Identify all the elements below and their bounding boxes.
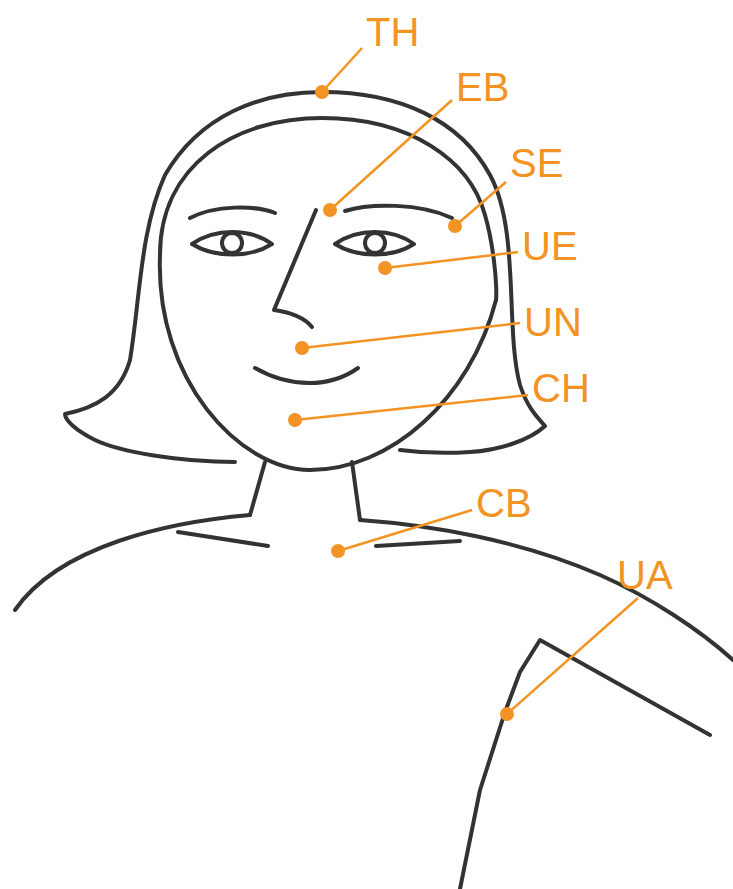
arm — [460, 640, 710, 889]
point-dot — [323, 203, 337, 217]
point-dot — [331, 544, 345, 558]
face-outline — [160, 255, 496, 470]
shoulder — [360, 520, 733, 660]
leader-line — [330, 100, 452, 210]
eyebrow — [345, 206, 452, 218]
point-label: UA — [617, 555, 673, 595]
point-label: UE — [522, 226, 578, 266]
point-dot — [448, 219, 462, 233]
collarbone — [178, 532, 268, 546]
collarbone — [376, 541, 460, 546]
point-dot — [315, 85, 329, 99]
shoulder — [15, 515, 250, 610]
leader-lines — [295, 48, 638, 714]
woman-drawing — [15, 92, 733, 889]
nose — [274, 210, 316, 327]
leader-line — [507, 598, 638, 714]
hairline — [160, 118, 496, 300]
eye — [192, 232, 272, 255]
eye — [335, 232, 414, 255]
point-dot — [500, 707, 514, 721]
point-dots — [288, 85, 514, 721]
hair-outline — [65, 92, 545, 462]
point-label: UN — [524, 302, 582, 342]
point-label: SE — [510, 143, 563, 183]
point-dot — [295, 341, 309, 355]
pupil — [222, 233, 242, 253]
point-label: CH — [532, 368, 590, 408]
point-label: CB — [476, 483, 532, 523]
point-label: EB — [456, 67, 509, 107]
eyebrow — [190, 208, 275, 218]
leader-line — [295, 395, 528, 420]
leader-line — [385, 252, 518, 268]
pupil — [365, 233, 385, 253]
neck — [352, 462, 360, 520]
neck — [250, 462, 265, 515]
point-dot — [288, 413, 302, 427]
mouth — [255, 368, 358, 383]
leader-line — [322, 48, 362, 92]
leader-line — [455, 182, 506, 226]
point-label: TH — [366, 12, 419, 52]
point-dot — [378, 261, 392, 275]
leader-line — [338, 510, 472, 551]
leader-line — [302, 323, 520, 348]
